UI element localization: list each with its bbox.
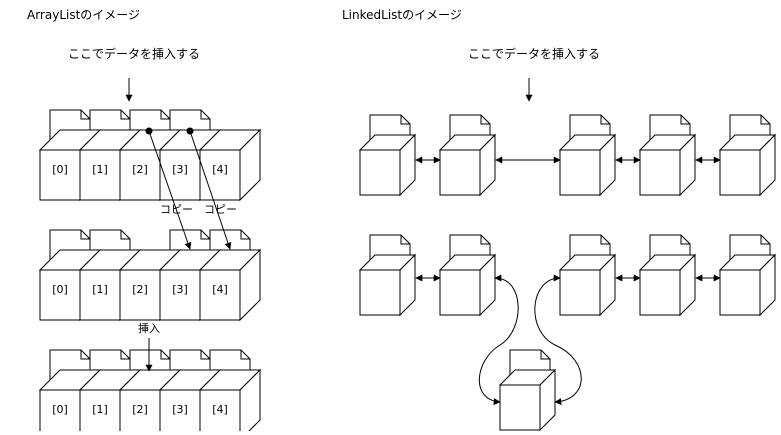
row2-box-0-front bbox=[39, 269, 81, 321]
row2-box-3-front bbox=[159, 269, 201, 321]
bottom-node-1-front bbox=[439, 269, 481, 316]
row2-box-1-front bbox=[79, 269, 121, 321]
bottom-node-1-document-fold bbox=[480, 235, 490, 245]
row1-document-1-fold bbox=[120, 110, 130, 120]
row2-document-2-fold bbox=[200, 230, 210, 240]
row2-document-3-fold bbox=[240, 230, 250, 240]
inserted-node-document-fold bbox=[540, 350, 550, 360]
row1-box-0-front bbox=[39, 149, 81, 201]
bottom-node-2-front bbox=[559, 269, 601, 316]
row3-box-2-front bbox=[119, 389, 161, 435]
row1-index-3: [3] bbox=[172, 163, 188, 176]
row1-box-2-front bbox=[119, 149, 161, 201]
bottom-node-0-front bbox=[359, 269, 401, 316]
linkedlist-insert-caption: ここでデータを挿入する bbox=[468, 47, 601, 61]
row2-box-4-front bbox=[199, 269, 241, 321]
row1-box-4-front bbox=[199, 149, 241, 201]
row3-document-3-fold bbox=[200, 350, 210, 360]
row3-index-4: [4] bbox=[212, 403, 228, 416]
row2-box-2-front bbox=[119, 269, 161, 321]
row3-index-2: [2] bbox=[132, 403, 148, 416]
top-node-4-front bbox=[719, 149, 761, 196]
bottom-node-0-document-fold bbox=[400, 235, 410, 245]
row1-index-4: [4] bbox=[212, 163, 228, 176]
arraylist-insert-caption: ここでデータを挿入する bbox=[68, 47, 201, 61]
row3-box-4-front bbox=[199, 389, 241, 435]
row1-box-3-front bbox=[159, 149, 201, 201]
row2-index-2: [2] bbox=[132, 283, 148, 296]
row2-index-3: [3] bbox=[172, 283, 188, 296]
insert-link-right bbox=[534, 274, 582, 406]
row3-index-0: [0] bbox=[52, 403, 68, 416]
top-node-1-front bbox=[439, 149, 481, 196]
bottom-node-2-document-fold bbox=[600, 235, 610, 245]
row3-box-3-front bbox=[159, 389, 201, 435]
row2-index-4: [4] bbox=[212, 283, 228, 296]
row2-index-1: [1] bbox=[92, 283, 108, 296]
copy-label-1: コピー bbox=[160, 203, 193, 216]
bottom-node-3-document-fold bbox=[680, 235, 690, 245]
linkedlist-title: LinkedListのイメージ bbox=[342, 8, 462, 22]
top-node-1-document-fold bbox=[480, 115, 490, 125]
row3-document-4-fold bbox=[240, 350, 250, 360]
arraylist-title: ArrayListのイメージ bbox=[27, 8, 141, 22]
top-node-4-document-fold bbox=[760, 115, 770, 125]
row2-index-0: [0] bbox=[52, 283, 68, 296]
bottom-node-3-front bbox=[639, 269, 681, 316]
row3-box-1-front bbox=[79, 389, 121, 435]
row1-document-3-fold bbox=[200, 110, 210, 120]
bottom-node-4-front bbox=[719, 269, 761, 316]
top-node-2-document-fold bbox=[600, 115, 610, 125]
row1-index-1: [1] bbox=[92, 163, 108, 176]
copy-arrow-2 bbox=[189, 130, 232, 250]
row1-index-0: [0] bbox=[52, 163, 68, 176]
copy-arrow-1 bbox=[148, 130, 192, 250]
top-node-0-front bbox=[359, 149, 401, 196]
row1-document-0-fold bbox=[80, 110, 90, 120]
bottom-node-4-document-fold bbox=[760, 235, 770, 245]
top-node-3-document-fold bbox=[680, 115, 690, 125]
row2-document-1-fold bbox=[120, 230, 130, 240]
row1-box-1-front bbox=[79, 149, 121, 201]
row1-index-2: [2] bbox=[132, 163, 148, 176]
top-node-3-front bbox=[639, 149, 681, 196]
row3-document-2-fold bbox=[160, 350, 170, 360]
insert-label: 挿入 bbox=[138, 322, 160, 335]
row3-index-3: [3] bbox=[172, 403, 188, 416]
top-node-2-front bbox=[559, 149, 601, 196]
row3-document-1-fold bbox=[120, 350, 130, 360]
insert-link-left bbox=[478, 274, 519, 406]
row2-document-0-fold bbox=[80, 230, 90, 240]
row3-document-0-fold bbox=[80, 350, 90, 360]
top-node-0-document-fold bbox=[400, 115, 410, 125]
row3-index-1: [1] bbox=[92, 403, 108, 416]
row1-document-2-fold bbox=[160, 110, 170, 120]
inserted-node-front bbox=[499, 384, 541, 431]
copy-label-2: コピー bbox=[204, 203, 237, 216]
